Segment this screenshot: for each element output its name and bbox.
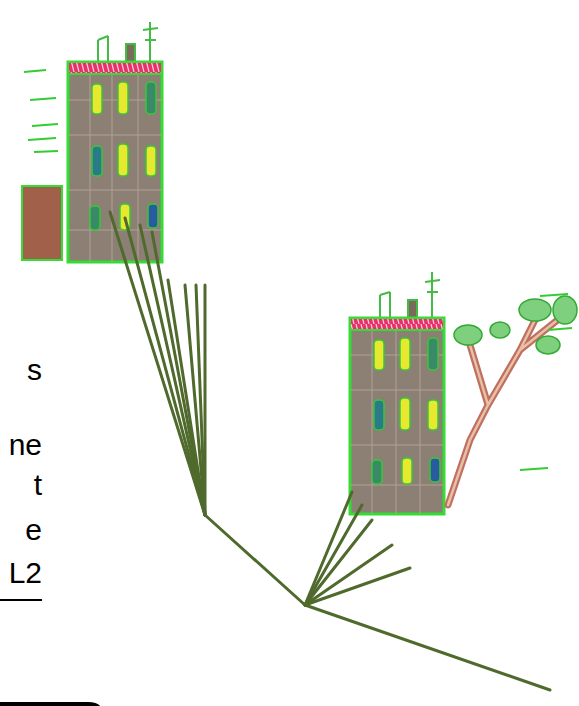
building-body [350,318,444,514]
wind-dashes [24,70,58,152]
slide-text: ne [0,427,42,463]
windows [90,82,158,230]
windows [372,338,440,484]
text-underline [0,599,42,601]
dark-bar [0,702,102,706]
roof-band [350,318,444,330]
branching-lines [110,212,550,690]
roof-antennas [98,22,158,62]
roof-antennas [380,272,440,318]
slide-text: L2 [0,555,42,591]
door-shape [22,186,62,260]
roof-band [68,62,162,74]
facade-grid [350,330,444,514]
building-drawing [350,272,577,514]
slide-text: t [0,467,42,503]
wind-dashes [520,294,572,470]
tree-drawing [448,296,577,505]
slide-text: s [0,352,42,388]
slide-text: e [0,512,42,548]
facade-grid [68,74,162,262]
